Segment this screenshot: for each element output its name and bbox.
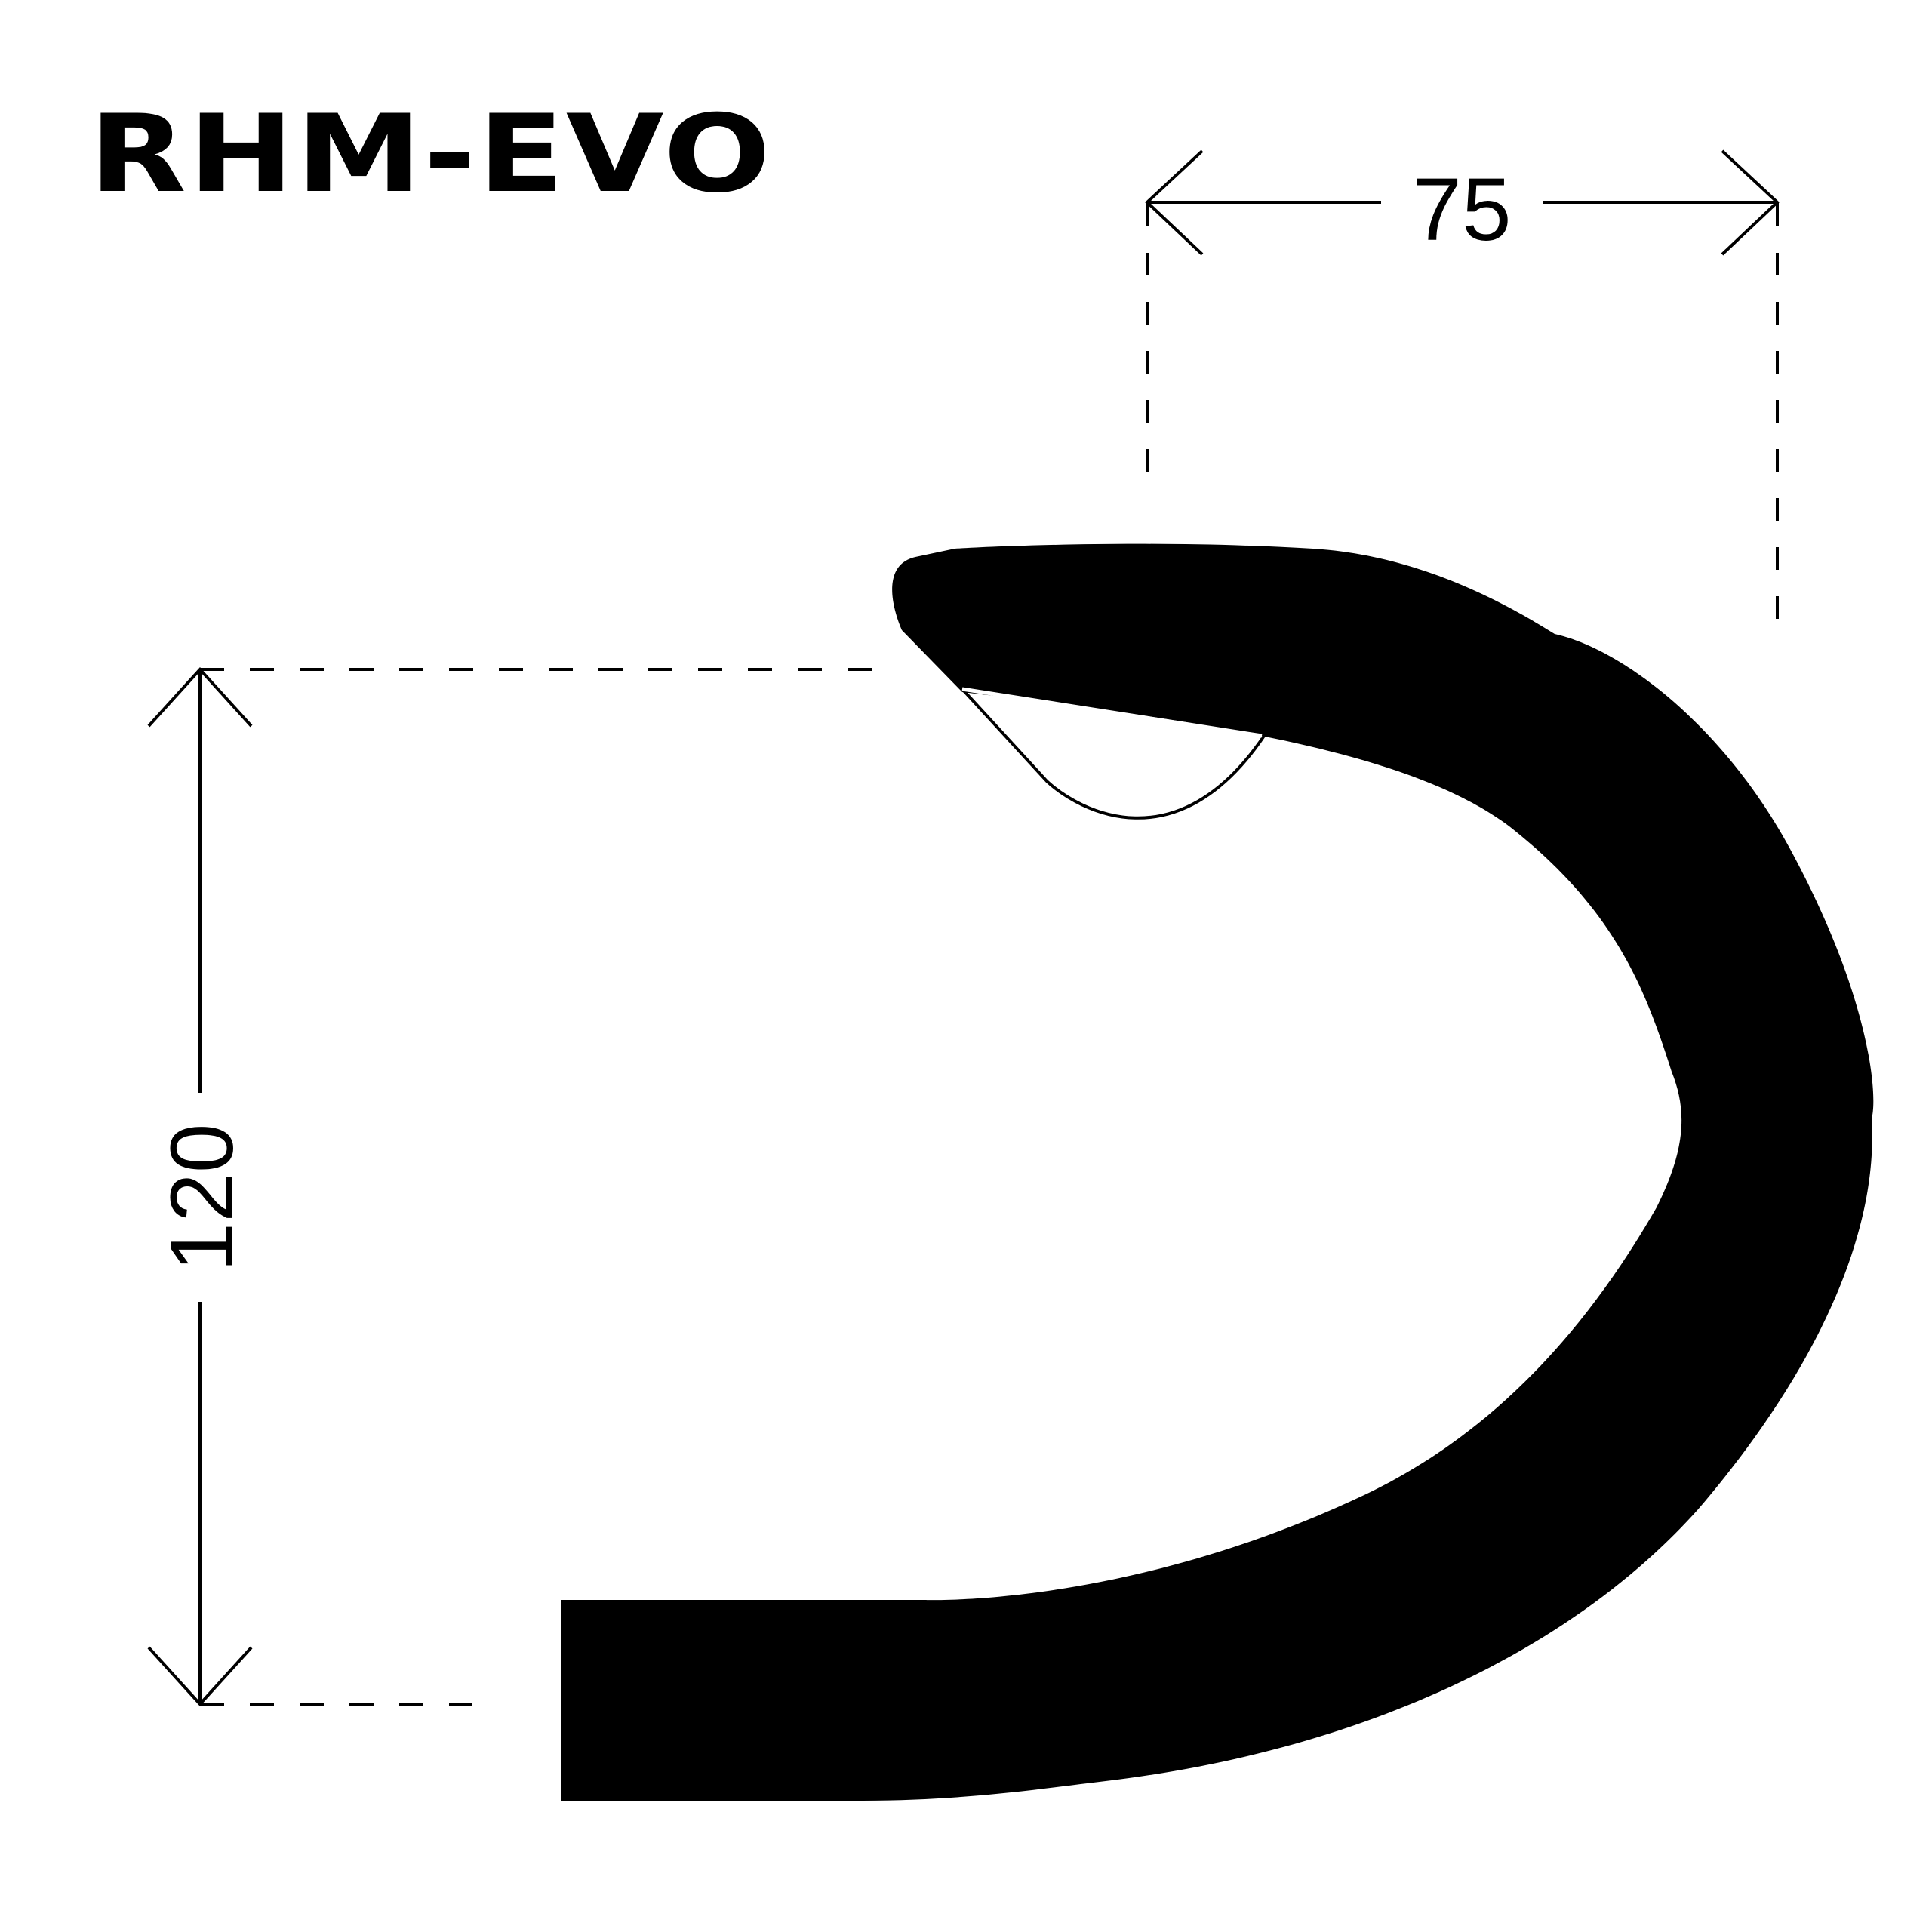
reach-dimension: [1145, 149, 1780, 626]
drop-dimension: [147, 667, 879, 1706]
hood-cutaway-outline: [961, 688, 1266, 820]
hood-cutaway-top: [961, 687, 1263, 738]
drop-value: 120: [152, 1124, 252, 1272]
reach-value: 75: [1412, 160, 1511, 260]
product-title: RHM-EVO: [89, 92, 773, 217]
handlebar-profile: [561, 543, 1874, 1801]
